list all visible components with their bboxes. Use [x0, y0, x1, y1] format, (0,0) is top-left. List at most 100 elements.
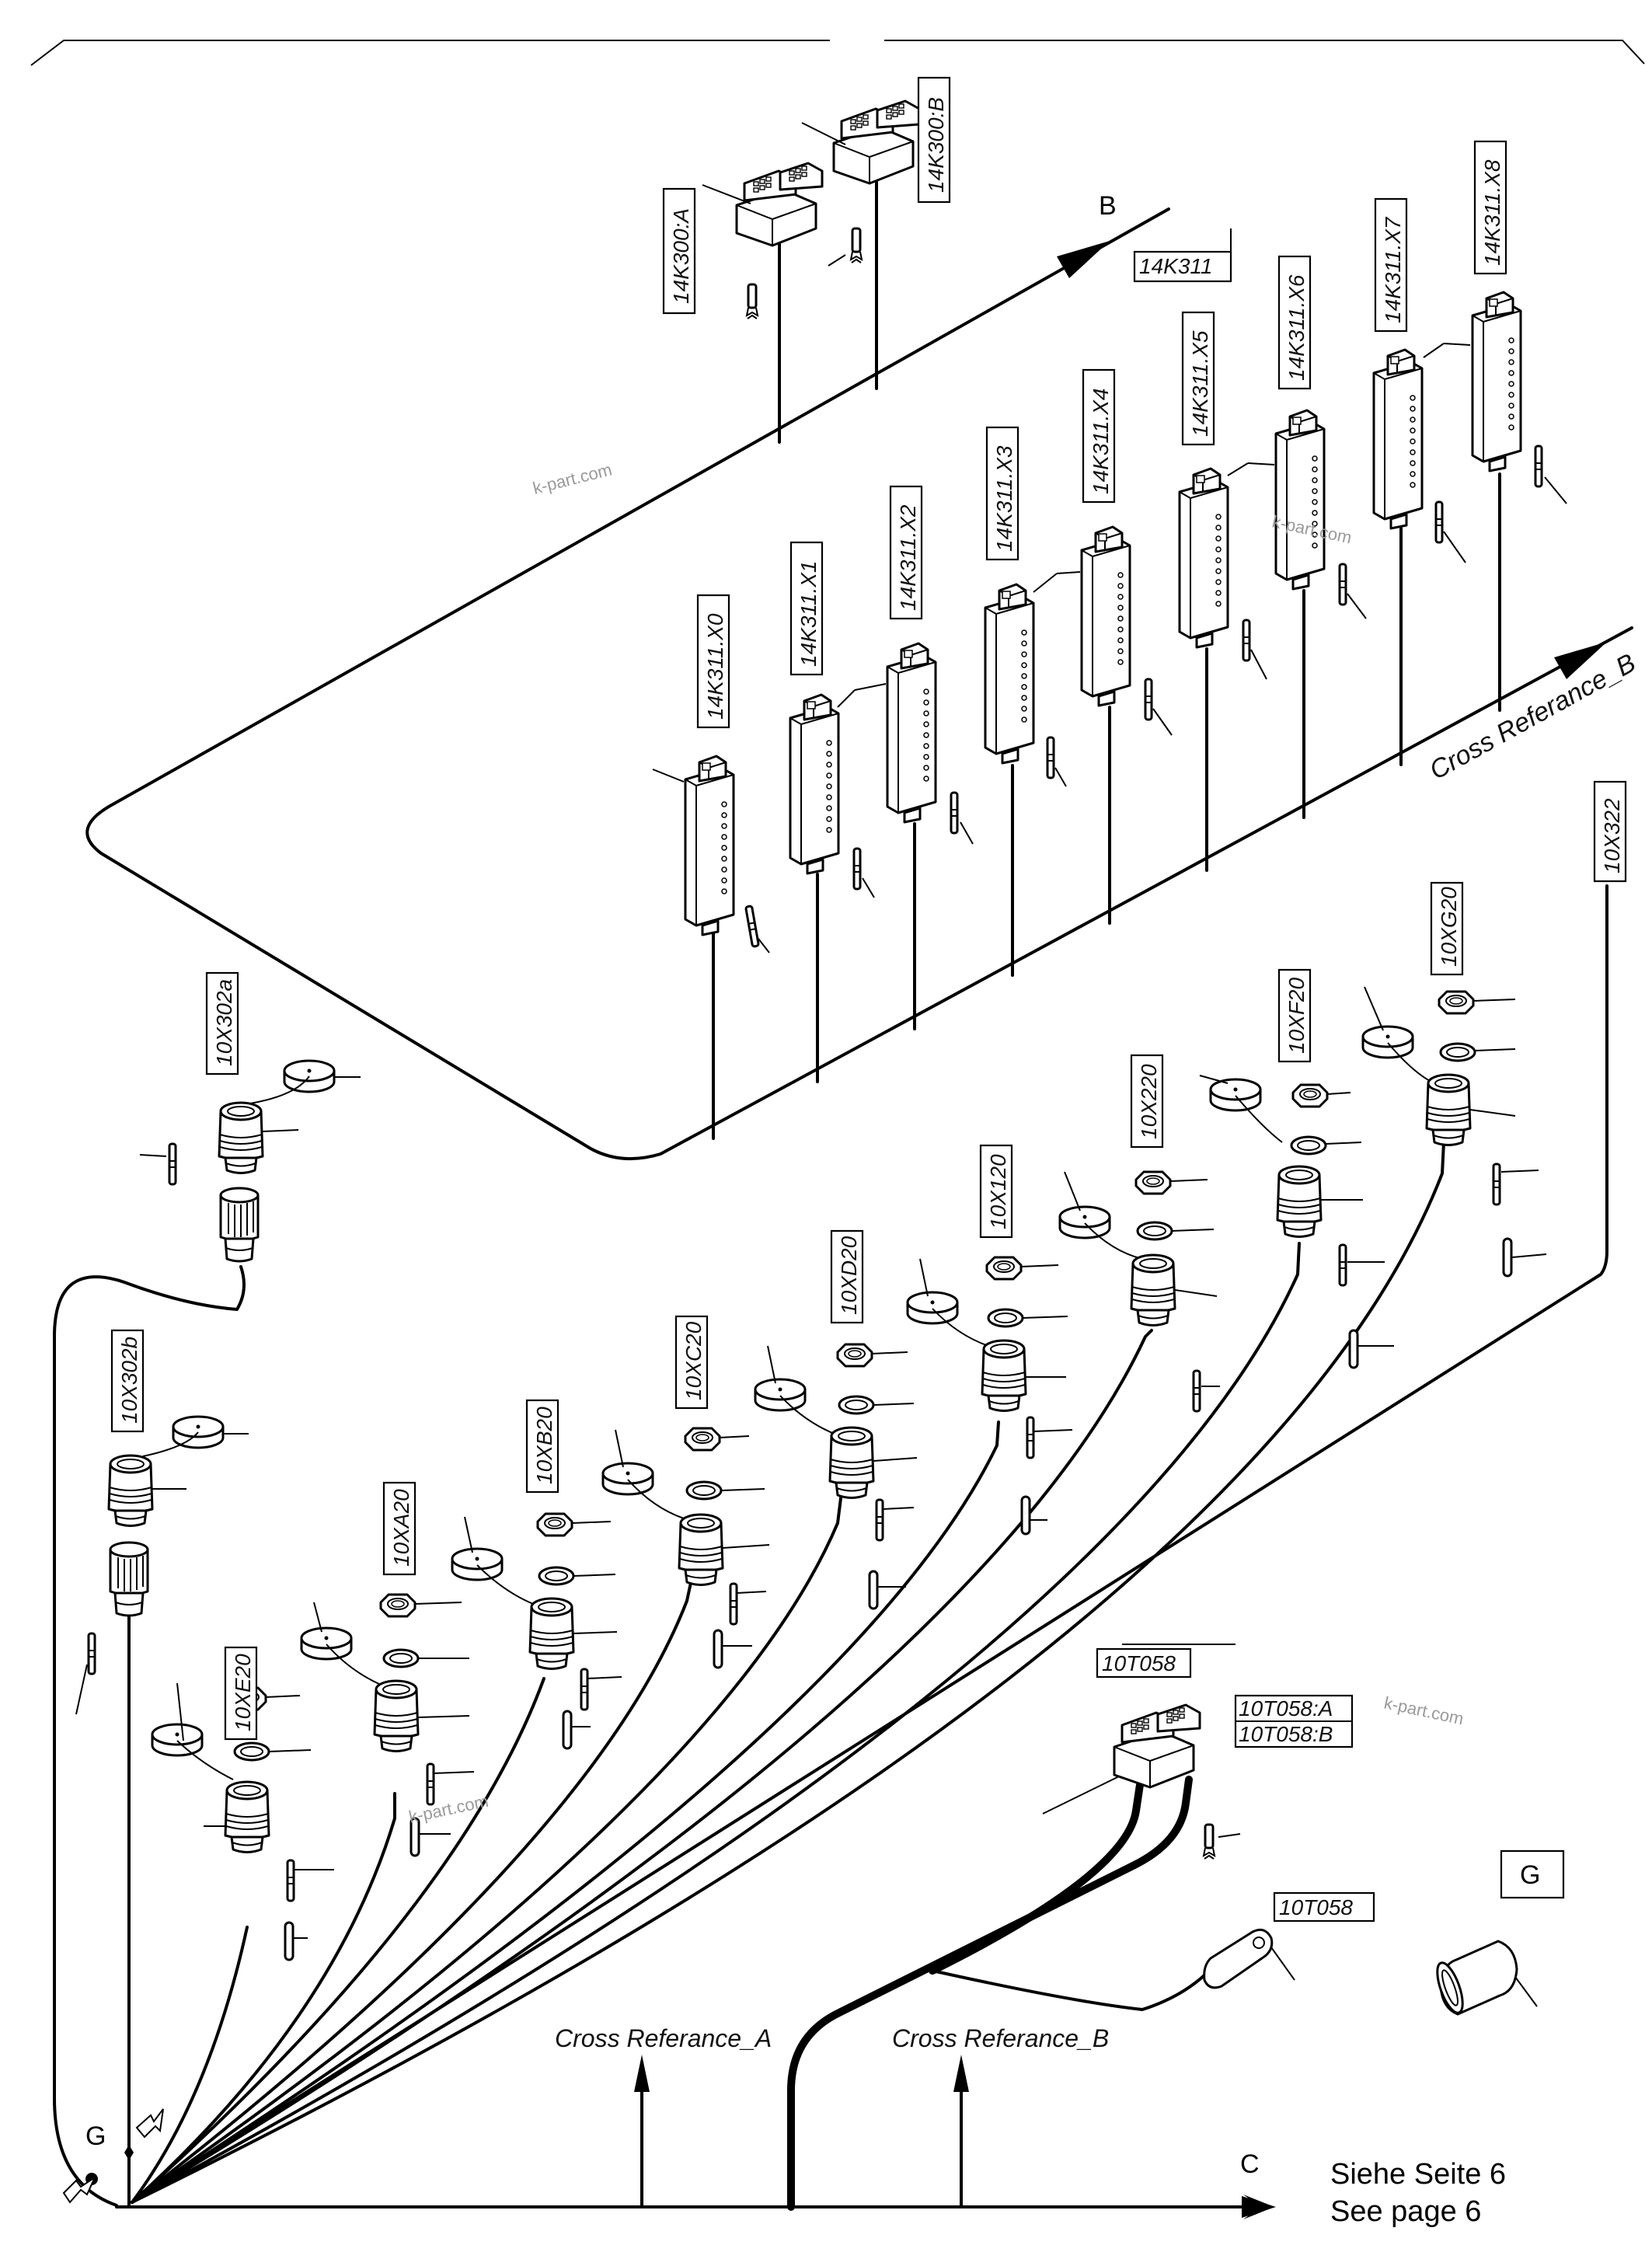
- harness-loop-14K311: [85, 207, 1633, 1161]
- svg-text:10X120: 10X120: [986, 1154, 1010, 1229]
- svg-text:10X302b: 10X302b: [117, 1337, 141, 1424]
- connector-14K311-X4: [1033, 525, 1173, 736]
- connector-10XG20: [1361, 986, 1547, 1278]
- svg-text:10X322: 10X322: [1600, 798, 1624, 873]
- label-10XB20: 10XB20: [525, 1399, 559, 1494]
- watermark-4: k-part.com: [407, 1791, 490, 1827]
- svg-text:10XB20: 10XB20: [532, 1407, 556, 1484]
- svg-text:10XA20: 10XA20: [389, 1489, 413, 1567]
- main-harness: [53, 884, 1608, 2219]
- connector-10XF20: [1199, 1075, 1394, 1369]
- connector-14K311-X3: [984, 583, 1067, 787]
- frame-line-top-right: [884, 40, 1645, 64]
- cross-ref-b-label-right: Cross Referance_B: [1424, 648, 1640, 786]
- connector-10XB20: [451, 1512, 622, 1750]
- connector-10X302b: [75, 1415, 249, 1715]
- svg-text:10XF20: 10XF20: [1284, 978, 1309, 1054]
- svg-text:14K311.X4: 14K311.X4: [1089, 389, 1113, 495]
- label-10X302b: 10X302b: [110, 1329, 145, 1433]
- label-10XD20: 10XD20: [830, 1229, 864, 1324]
- cross-ref-b-label-bottom: Cross Referance_B: [892, 2024, 1109, 2052]
- connector-14K311-X6: [1227, 409, 1367, 619]
- connector-10X220: [1058, 1170, 1220, 1413]
- label-10T058-lug: 10T058: [1273, 1891, 1375, 1923]
- svg-text:10XG20: 10XG20: [1437, 887, 1461, 967]
- marker-G-left: G: [85, 2121, 106, 2151]
- frame-line-top-left: [30, 40, 830, 66]
- svg-text:14K311.X2: 14K311.X2: [896, 504, 920, 611]
- connector-14K300-A: [702, 162, 824, 320]
- svg-text:10XC20: 10XC20: [681, 1321, 706, 1400]
- label-10XF20: 10XF20: [1277, 968, 1312, 1063]
- connector-14K311-X0: [652, 755, 770, 953]
- ring-lug-10T058: [1203, 1928, 1295, 1989]
- label-14K311-X7: 14K311.X7: [1374, 197, 1408, 333]
- marker-B: B: [1099, 191, 1117, 221]
- label-10T058-AB: 10T058:A 10T058:B: [1234, 1694, 1354, 1748]
- label-boxes: 14K300:A 14K300:B 14K311 14K311.X0 14K31…: [110, 76, 1627, 1923]
- label-14K311-X5: 14K311.X5: [1181, 311, 1215, 446]
- connector-14K300-B: [801, 99, 921, 267]
- label-14K300-B: 14K300:B: [917, 76, 951, 204]
- connector-10XE20: [151, 1682, 334, 1961]
- svg-text:14K311.X3: 14K311.X3: [992, 445, 1016, 552]
- note-siehe-seite: Siehe Seite 6: [1330, 2158, 1506, 2191]
- watermark-3: k-part.com: [1382, 1693, 1466, 1728]
- label-10X220: 10X220: [1130, 1054, 1164, 1149]
- connector-14K311-X7: [1372, 348, 1466, 563]
- connector-10XC20: [601, 1427, 770, 1669]
- svg-text:14K311.X8: 14K311.X8: [1480, 159, 1504, 266]
- label-10XE20: 10XE20: [224, 1646, 258, 1741]
- svg-text:10XD20: 10XD20: [837, 1236, 861, 1315]
- svg-text:10T058:B: 10T058:B: [1239, 1722, 1333, 1746]
- label-14K311-X1: 14K311.X1: [789, 541, 824, 676]
- label-14K311-X4: 14K311.X4: [1082, 368, 1116, 504]
- label-14K311-X2: 14K311.X2: [889, 485, 923, 620]
- svg-text:10T058: 10T058: [1102, 1651, 1176, 1675]
- svg-text:14K311.X5: 14K311.X5: [1188, 330, 1212, 437]
- label-14K311-X3: 14K311.X3: [985, 426, 1019, 561]
- direction-arrow-cross-ref-b: [1554, 642, 1607, 679]
- ferrule-G: [1436, 1940, 1538, 2016]
- label-14K311: 14K311: [1133, 250, 1232, 283]
- connector-10XD20: [754, 1343, 918, 1610]
- label-10XG20: 10XG20: [1430, 881, 1464, 976]
- connector-10T058: [1042, 1644, 1241, 1860]
- connector-14K311-X8: [1423, 291, 1567, 504]
- svg-text:10X220: 10X220: [1137, 1064, 1161, 1139]
- label-10XC20: 10XC20: [674, 1315, 709, 1410]
- connector-10XA20: [300, 1593, 475, 1857]
- note-see-page: See page 6: [1330, 2195, 1481, 2228]
- label-10X322: 10X322: [1593, 780, 1627, 883]
- label-10X120: 10X120: [979, 1144, 1013, 1239]
- label-14K311-X0: 14K311.X0: [696, 594, 730, 729]
- svg-text:10X302a: 10X302a: [212, 979, 236, 1066]
- connector-14K311-X1: [789, 693, 875, 898]
- label-14K300-A: 14K300:A: [662, 187, 696, 315]
- svg-text:14K311.X0: 14K311.X0: [703, 613, 727, 720]
- label-14K311-X8: 14K311.X8: [1473, 140, 1507, 275]
- connector-drop-wires: [712, 177, 1501, 1140]
- label-10XA20: 10XA20: [382, 1481, 416, 1576]
- svg-text:14K300:A: 14K300:A: [669, 208, 693, 304]
- connector-14K311-X5: [1178, 467, 1267, 680]
- svg-text:14K311: 14K311: [1139, 254, 1212, 278]
- connector-14K311-X2: [837, 642, 974, 845]
- connector-10X120: [906, 1256, 1073, 1536]
- label-10X302a: 10X302a: [205, 971, 239, 1075]
- svg-text:14K311.X7: 14K311.X7: [1381, 216, 1405, 323]
- svg-text:14K311.X6: 14K311.X6: [1284, 274, 1309, 381]
- svg-text:G: G: [1520, 1860, 1540, 1890]
- cross-ref-a-label: Cross Referance_A: [555, 2024, 772, 2052]
- connector-10X302a: [139, 1059, 361, 1263]
- svg-text:14K300:B: 14K300:B: [924, 97, 948, 193]
- direction-arrow-B: [1057, 241, 1110, 278]
- label-14K311-X6: 14K311.X6: [1277, 255, 1312, 390]
- marker-C: C: [1240, 2149, 1260, 2179]
- watermark-1: k-part.com: [531, 459, 614, 497]
- label-10T058-top: 10T058: [1096, 1647, 1192, 1679]
- marker-G-box: G: [1500, 1849, 1565, 1899]
- svg-text:10T058: 10T058: [1279, 1895, 1353, 1919]
- svg-text:10T058:A: 10T058:A: [1239, 1696, 1333, 1720]
